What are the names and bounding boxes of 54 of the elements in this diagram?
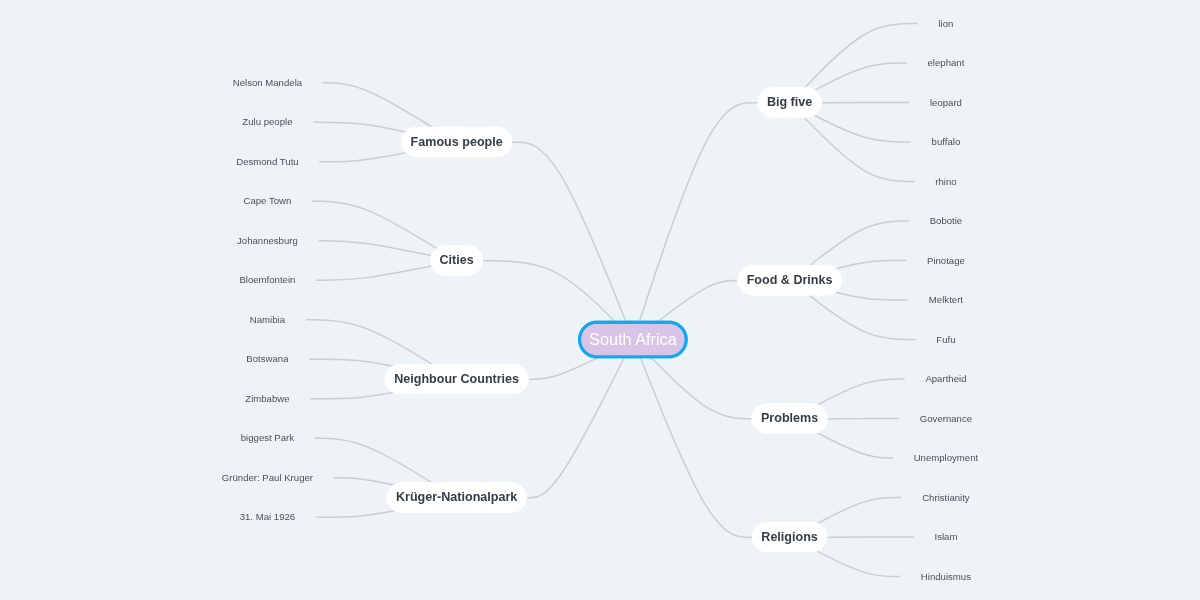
- node-text: rhino: [935, 175, 957, 187]
- node-text: Zulu people: [242, 116, 293, 128]
- node-text: Zimbabwe: [245, 393, 290, 405]
- node-text: Cape Town: [243, 195, 292, 207]
- connector: [317, 240, 433, 257]
- node-text: lion: [938, 17, 954, 29]
- connector: [322, 81, 434, 129]
- connector: [835, 259, 908, 270]
- connector: [816, 378, 906, 406]
- connector: [813, 114, 912, 143]
- connector: [820, 101, 910, 104]
- node-text: Islam: [934, 531, 958, 543]
- node-text: Desmond Tutu: [236, 156, 299, 168]
- connector: [835, 291, 909, 301]
- connector: [525, 356, 626, 499]
- connector: [315, 509, 396, 519]
- connector: [808, 294, 917, 341]
- connector: [826, 536, 915, 539]
- node-text: Fufu: [936, 333, 956, 345]
- connector: [309, 391, 395, 400]
- node-text: Namibia: [249, 314, 286, 326]
- node-text: Christianity: [922, 491, 970, 503]
- connector: [803, 116, 916, 183]
- node-text: Botswana: [246, 353, 289, 365]
- connector: [816, 496, 903, 525]
- node-text: 31. Mai 1926: [239, 511, 296, 523]
- connector: [318, 151, 408, 163]
- node-text: Nelson Mandela: [232, 76, 303, 89]
- node-text: Pinotage: [926, 254, 965, 266]
- connector: [808, 220, 910, 267]
- node-text: Governance: [919, 412, 973, 424]
- connector: [649, 356, 754, 420]
- node-text: Hinduismus: [920, 570, 972, 582]
- connector: [803, 22, 919, 89]
- node-text: leopard: [929, 96, 962, 108]
- node-text: Melktert: [928, 294, 963, 306]
- connector: [311, 200, 439, 250]
- node-text: Bobotie: [929, 215, 963, 227]
- node-text: Bloemfontein: [239, 274, 296, 286]
- connector: [315, 265, 433, 281]
- connector: [813, 62, 908, 92]
- connector: [816, 550, 901, 578]
- connector: [816, 432, 894, 459]
- node-text: Johannesburg: [236, 235, 298, 247]
- node-text: Apartheid: [925, 373, 967, 385]
- node-text: biggest Park: [240, 432, 295, 444]
- node-text: Unemployment: [913, 452, 979, 464]
- node-text: elephant: [927, 57, 965, 69]
- connector: [333, 477, 396, 486]
- connector: [826, 417, 900, 420]
- node-text: Gründer: Paul Kruger: [221, 472, 314, 484]
- connector: [639, 356, 754, 539]
- node-text: buffalo: [931, 136, 961, 148]
- connector: [304, 319, 434, 366]
